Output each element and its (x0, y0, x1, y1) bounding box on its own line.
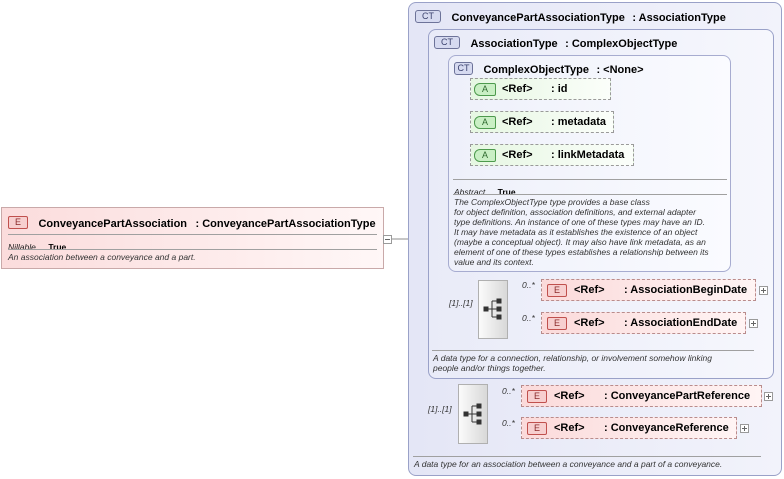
attribute-ref: <Ref> (502, 83, 533, 95)
element-type: : ConveyanceReference (604, 422, 729, 434)
complex-type-badge-icon: CT (415, 10, 441, 24)
doc-line: element of one of these types establishe… (454, 247, 709, 257)
sequence-compositor-icon[interactable] (458, 384, 488, 444)
abstract-label: Abstract (454, 187, 486, 197)
doc-line: value and its context. (454, 257, 534, 267)
element-ref: <Ref> (554, 390, 585, 402)
attribute-ref: <Ref> (502, 116, 533, 128)
complex-type-badge-icon: CT (454, 62, 473, 76)
element-cardinality: 0..* (502, 386, 515, 396)
attribute-id[interactable]: A <Ref> : id (470, 78, 611, 100)
attribute-badge-icon: A (474, 149, 496, 162)
attribute-type: : metadata (551, 116, 607, 128)
attribute-metadata[interactable]: A <Ref> : metadata (470, 111, 614, 133)
expand-toggle-icon[interactable] (764, 392, 773, 401)
element-ref: <Ref> (574, 317, 605, 329)
mid-ct-doc-line-1: A data type for a connection, relationsh… (433, 353, 712, 363)
element-ref: <Ref> (574, 284, 605, 296)
outer-ct-base: : AssociationType (632, 12, 726, 24)
element-type: : AssociationEndDate (624, 317, 738, 329)
element-association-end-date[interactable]: E <Ref> : AssociationEndDate (541, 312, 746, 334)
doc-line: It may have metadata as it establishes t… (454, 227, 698, 237)
element-cardinality: 0..* (502, 418, 515, 428)
element-conveyance-part-reference[interactable]: E <Ref> : ConveyancePartReference (521, 385, 762, 407)
complex-type-badge-icon: CT (434, 36, 460, 50)
attribute-badge-icon: A (474, 116, 496, 129)
element-cardinality: 0..* (522, 313, 535, 323)
attribute-type: : id (551, 83, 568, 95)
element-ref: <Ref> (554, 422, 585, 434)
expand-toggle-icon[interactable] (759, 286, 768, 295)
outer-ct-name: ConveyancePartAssociationType (451, 12, 625, 24)
element-badge-icon: E (547, 284, 567, 297)
nillable-label: Nillable (8, 242, 36, 252)
sequence-cardinality: [1]..[1] (428, 404, 452, 414)
element-badge-icon: E (527, 390, 547, 403)
attribute-badge-icon: A (474, 83, 496, 96)
outer-ct-doc: A data type for an association between a… (414, 459, 723, 469)
nillable-value: True (48, 242, 67, 252)
element-conveyance-reference[interactable]: E <Ref> : ConveyanceReference (521, 417, 737, 439)
element-type: : ConveyancePartReference (604, 390, 751, 402)
root-element-doc: An association between a conveyance and … (8, 252, 196, 262)
root-element-type: : ConveyancePartAssociationType (195, 218, 376, 230)
mid-ct-doc-line-2: people and/or things together. (433, 363, 546, 373)
sequence-compositor-icon[interactable] (478, 280, 508, 339)
element-cardinality: 0..* (522, 280, 535, 290)
doc-line: (maybe a conceptual object). It may also… (454, 237, 706, 247)
mid-ct-base: : ComplexObjectType (565, 38, 678, 50)
attribute-ref: <Ref> (502, 149, 533, 161)
doc-line: type definitions. An instance of one of … (454, 217, 706, 227)
doc-line: The ComplexObjectType type provides a ba… (454, 197, 650, 207)
element-badge-icon: E (8, 216, 28, 230)
element-association-begin-date[interactable]: E <Ref> : AssociationBeginDate (541, 279, 756, 301)
root-element-name: ConveyancePartAssociation (38, 218, 188, 230)
expand-toggle-icon[interactable] (740, 424, 749, 433)
element-type: : AssociationBeginDate (624, 284, 748, 296)
root-element-box[interactable]: E ConveyancePartAssociation : Conveyance… (1, 207, 384, 269)
inner-ct-base: : <None> (596, 64, 644, 76)
element-badge-icon: E (547, 317, 567, 330)
inner-ct-doc: The ComplexObjectType type provides a ba… (454, 197, 709, 267)
mid-ct-name: AssociationType (470, 38, 558, 50)
collapse-toggle-icon[interactable] (383, 235, 392, 244)
inner-ct-name: ComplexObjectType (483, 64, 589, 76)
attribute-link-metadata[interactable]: A <Ref> : linkMetadata (470, 144, 634, 166)
element-badge-icon: E (527, 422, 547, 435)
sequence-cardinality: [1]..[1] (449, 298, 473, 308)
abstract-value: True (497, 187, 516, 197)
expand-toggle-icon[interactable] (749, 319, 758, 328)
doc-line: for object definition, association defin… (454, 207, 696, 217)
attribute-type: : linkMetadata (551, 149, 625, 161)
